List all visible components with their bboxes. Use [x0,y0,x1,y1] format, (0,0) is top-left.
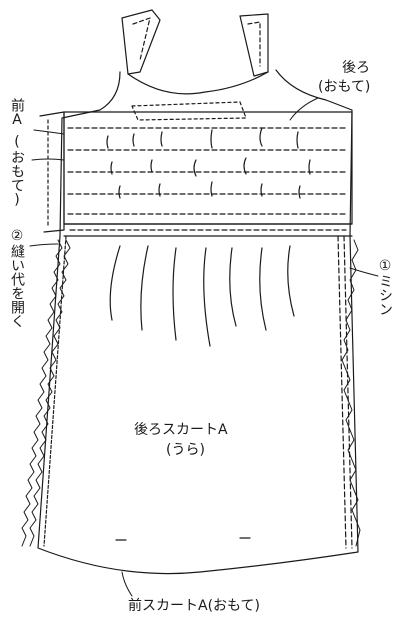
label-front-a: 前A [9,98,25,128]
label-front-a-sub: (おもて) [9,134,25,208]
bodice-outline [59,69,353,237]
shirred-bodice-panel [63,111,353,237]
label-back-sub: (おもて) [318,79,371,95]
label-back-skirt: 後ろスカートA [134,422,228,438]
skirt-outline [37,235,359,575]
front-a-tab [39,111,65,233]
leader-lines [29,97,379,597]
label-front-skirt: 前スカートA(おもて) [128,598,260,614]
right-zigzag [341,239,361,547]
label-back: 後ろ [342,60,370,76]
label-back-skirt-sub: (うら) [166,442,205,458]
skirt-gathers [109,245,295,347]
seam-allowance-zigzag [21,239,71,547]
right-strap [239,13,269,77]
left-strap [121,9,161,75]
gather-marks [106,127,311,199]
label-open-seam: ②縫い代を開く [9,228,25,328]
label-machine-stitch: ①ミシン [377,258,393,316]
